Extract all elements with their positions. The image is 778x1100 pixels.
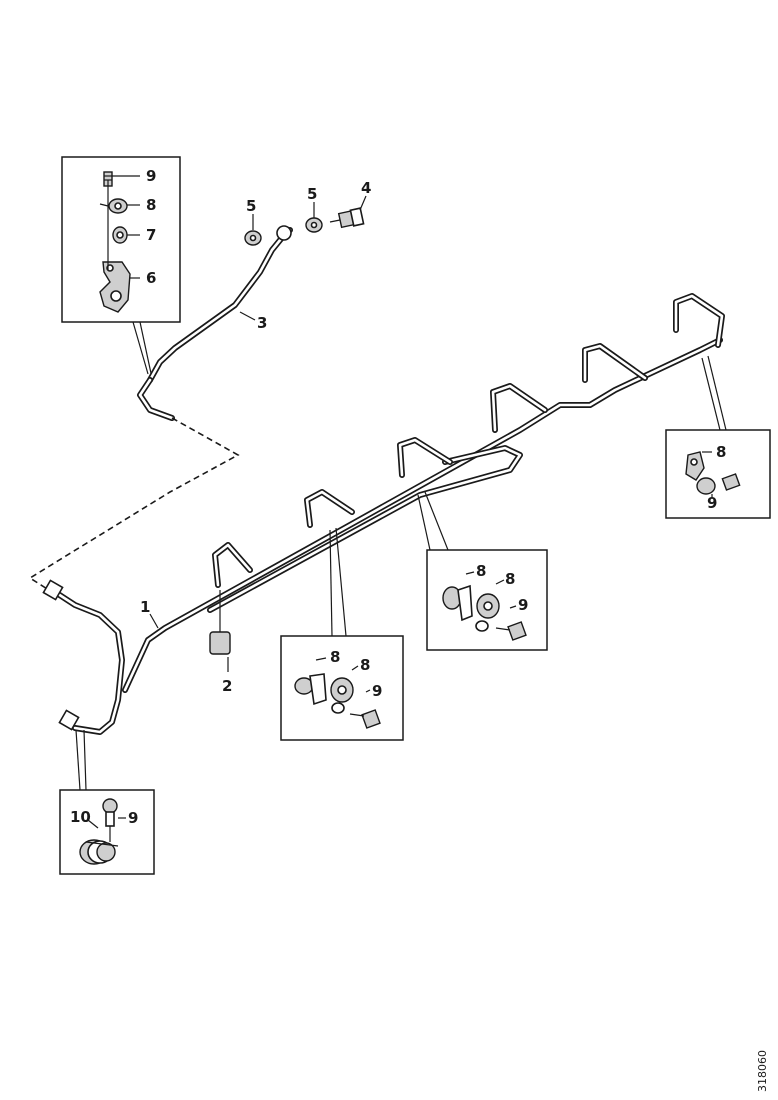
leader-line: [701, 357, 721, 431]
dashed-connection: [28, 417, 240, 593]
spacer-part: [112, 226, 128, 244]
screw-part: [495, 621, 527, 641]
callout-washer: 5: [307, 185, 317, 203]
callout-screw: 9: [707, 494, 717, 512]
callout-end-fitting: 2: [222, 677, 232, 695]
washer-part: [244, 230, 262, 246]
callout-clip: 8: [716, 443, 726, 461]
detail-box-clamp: 10 9: [59, 789, 155, 875]
callout-screw: 9: [146, 167, 156, 185]
callout-washer: 5: [246, 197, 256, 215]
pipe-main: [42, 293, 725, 735]
leader-line: [335, 527, 347, 637]
leader-line: [417, 494, 431, 551]
screw-part: [721, 473, 741, 491]
leader-line: [329, 529, 333, 637]
callout-connector: 4: [361, 179, 371, 197]
callout-clip: 8: [330, 648, 340, 666]
callout-screw: 9: [372, 682, 382, 700]
leader-line: [707, 355, 727, 431]
callout-clip: 8: [360, 656, 370, 674]
clip-part: [442, 584, 473, 622]
washer-part: [305, 217, 323, 233]
callout-bracket: 6: [146, 269, 156, 287]
detail-box-bracket-assembly: 9 8 7 6: [61, 156, 181, 323]
clip-part: [475, 593, 500, 632]
leader-line: [75, 729, 81, 791]
screw-part: [349, 709, 381, 729]
clip-part: [685, 451, 716, 495]
end-fitting-part: [209, 590, 231, 655]
callout-pipe-upper: 3: [257, 314, 267, 332]
detail-box-clip-middle: 8 8 9: [426, 549, 548, 651]
callout-clip: 8: [505, 570, 515, 588]
pipe-upper: [137, 225, 293, 421]
leader-line: [83, 729, 87, 791]
clip-part: [294, 673, 327, 706]
leader-line: [139, 321, 153, 379]
clip-part: [330, 677, 354, 714]
callout-spacer: 7: [146, 226, 156, 244]
callout-clip: 8: [146, 196, 156, 214]
callout-screw: 9: [128, 809, 138, 827]
callout-screw: 9: [518, 596, 528, 614]
screw-part: [102, 798, 118, 842]
leader-line: [424, 491, 449, 551]
leader-line: [132, 321, 149, 375]
connector-part: [329, 207, 365, 229]
callout-hose-main: 1: [140, 598, 150, 616]
detail-box-clip-right: 8 9: [665, 429, 771, 519]
reference-code: 318060: [756, 1050, 769, 1092]
detail-box-clip-lower: 8 8 9: [280, 635, 404, 741]
callout-clamp: 10: [70, 808, 91, 826]
clip-part: [99, 198, 128, 214]
callout-clip: 8: [476, 562, 486, 580]
clamp-part: [79, 839, 119, 865]
